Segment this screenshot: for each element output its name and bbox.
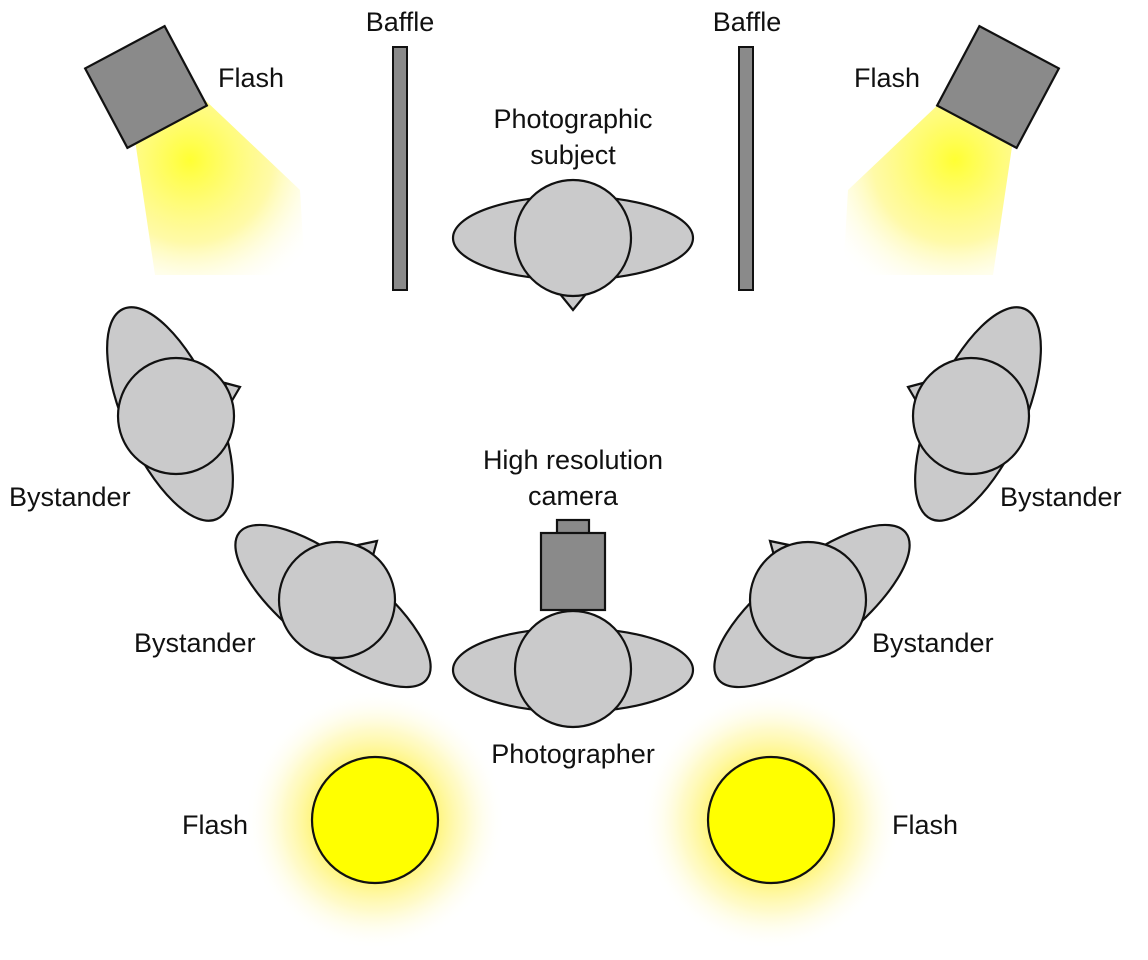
flash-beam-top-left	[135, 100, 305, 275]
flash-bulb-bottom-left	[310, 755, 440, 885]
bystander-lower-right	[713, 523, 911, 689]
flash-top-right	[843, 24, 1061, 275]
subject-label-line1: Photographic	[493, 104, 652, 134]
subject-head	[513, 178, 633, 298]
baffle-right	[738, 46, 754, 291]
photographic-subject	[451, 178, 695, 312]
baffle-label-right: Baffle	[713, 7, 782, 37]
flash-label-top-left: Flash	[218, 63, 284, 93]
camera-label-line2: camera	[528, 481, 619, 511]
bystander-upper-right	[906, 306, 1042, 522]
bystander-head	[277, 540, 397, 660]
flash-head-top-right	[935, 24, 1061, 150]
flash-bottom-left	[245, 690, 505, 950]
flash-label-bottom-right: Flash	[892, 810, 958, 840]
camera-label-line1: High resolution	[483, 445, 663, 475]
bystander-label-upper-left: Bystander	[9, 482, 131, 512]
bystander-lower-left	[234, 523, 432, 689]
photographer	[451, 609, 695, 729]
flash-beam-top-right	[843, 100, 1013, 275]
bystander-head	[748, 540, 868, 660]
bystander-label-upper-right: Bystander	[1000, 482, 1122, 512]
bystander-label-lower-right: Bystander	[872, 628, 994, 658]
high-resolution-camera	[539, 518, 607, 612]
bystander-head	[116, 356, 236, 476]
photographer-label: Photographer	[491, 739, 655, 769]
flash-top-left	[83, 24, 305, 275]
baffle-left	[392, 46, 408, 291]
flash-label-bottom-left: Flash	[182, 810, 248, 840]
bystander-head	[911, 356, 1031, 476]
subject-label-line2: subject	[530, 140, 616, 170]
camera-body	[539, 531, 607, 612]
flash-label-top-right: Flash	[854, 63, 920, 93]
bystander-upper-left	[106, 306, 242, 522]
baffle-label-left: Baffle	[366, 7, 435, 37]
flash-bulb-bottom-right	[706, 755, 836, 885]
photographer-head	[513, 609, 633, 729]
flash-bottom-right	[641, 690, 901, 950]
flash-head-top-left	[83, 24, 209, 150]
bystander-label-lower-left: Bystander	[134, 628, 256, 658]
